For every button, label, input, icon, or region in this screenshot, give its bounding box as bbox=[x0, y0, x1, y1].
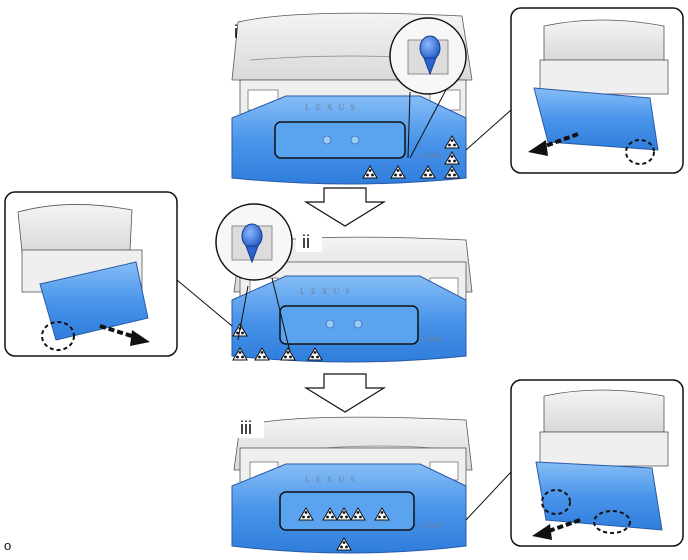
figure-code: o bbox=[4, 538, 12, 553]
step-label-iii: iii bbox=[240, 418, 252, 438]
step-ii-model-text: L-3760 bbox=[420, 337, 442, 344]
step-i-clip-callout bbox=[389, 17, 467, 159]
removal-arrow-icon bbox=[528, 132, 579, 156]
inset-top-right bbox=[465, 7, 684, 174]
step-iii-badge: LEXUS bbox=[305, 475, 361, 484]
step-iii-model-text: L-3760 bbox=[420, 523, 442, 530]
step-i-model-text: L-3760 bbox=[418, 153, 440, 160]
removal-arrow-icon bbox=[99, 324, 150, 346]
step-label-ii: ii bbox=[302, 232, 310, 252]
step-i-badge: LEXUS bbox=[305, 103, 361, 112]
removal-arrow-icon bbox=[532, 518, 581, 540]
step-ii-clip-callout bbox=[215, 203, 293, 353]
step-iii-tailgate: LEXUS L-3760 bbox=[231, 416, 473, 554]
inset-bottom-right bbox=[465, 379, 684, 547]
arrow-down-icon bbox=[303, 373, 387, 413]
arrow-down-icon bbox=[303, 187, 387, 227]
step-i-tailgate: LEXUS L-3760 bbox=[231, 12, 473, 185]
inset-left bbox=[4, 191, 233, 357]
step-ii-badge: LEXUS bbox=[300, 287, 356, 296]
step-ii-tailgate: LEXUS L-3760 bbox=[231, 236, 473, 363]
step-label-i: i bbox=[234, 22, 238, 42]
